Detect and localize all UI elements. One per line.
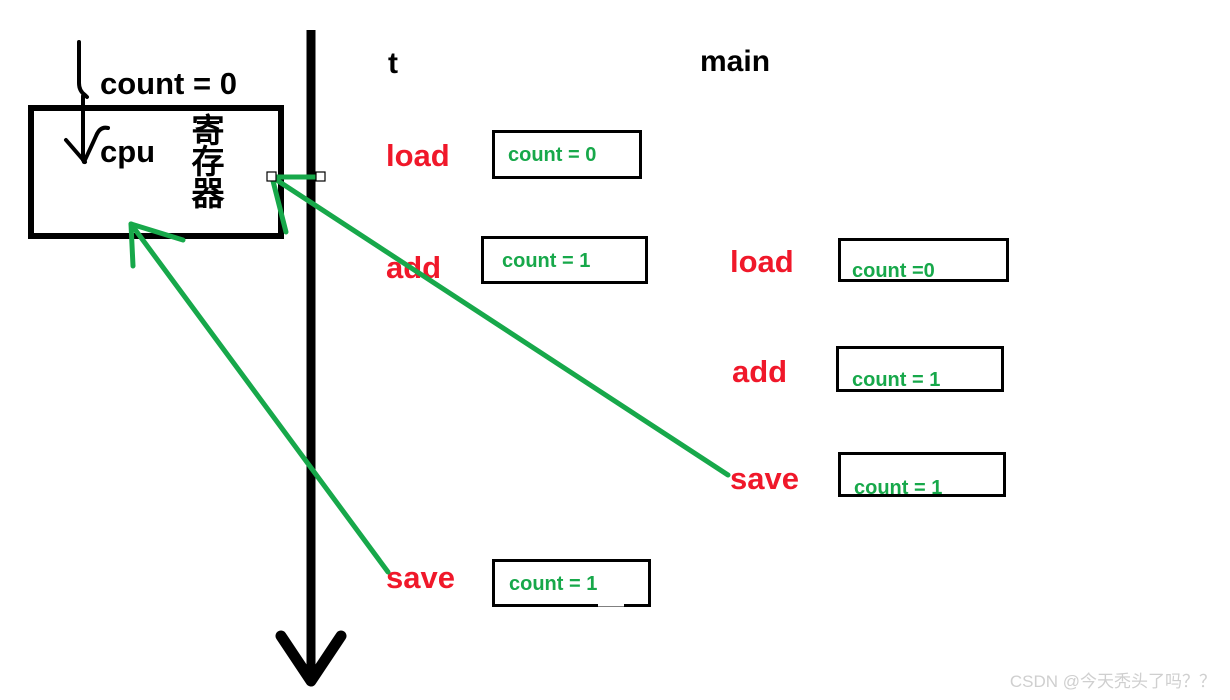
time-axis-arrow	[275, 30, 347, 687]
main-save-to-cpu-arrow	[266, 171, 731, 478]
main-value-save: count = 1	[854, 477, 943, 499]
cpu-box	[28, 105, 284, 239]
t-value-add: count = 1	[502, 250, 591, 272]
main-value-box-load	[838, 238, 1009, 282]
t-value-box-save	[492, 559, 651, 607]
t-save-to-cpu-arrow	[128, 221, 391, 575]
t-op-save-label: save	[386, 560, 455, 595]
cpu-label: cpu	[100, 134, 156, 169]
count-initial-label: count = 0	[100, 66, 237, 101]
main-value-box-add	[836, 346, 1004, 392]
t-value-save: count = 1	[509, 573, 598, 595]
column-heading-t: t	[388, 47, 398, 80]
main-op-add-label: add	[732, 354, 788, 389]
csdn-watermark: CSDN @今天秃头了吗？？	[1009, 672, 1216, 691]
main-op-save-label: save	[730, 461, 799, 496]
t-op-load-label: load	[386, 138, 450, 173]
t-op-add-label: add	[386, 250, 442, 285]
main-value-add: count = 1	[852, 369, 941, 391]
t-value-load: count = 0	[508, 144, 597, 166]
column-heading-main: main	[700, 45, 771, 78]
register-label: 寄存器	[191, 112, 225, 212]
main-value-box-save	[838, 452, 1006, 497]
main-value-load: count =0	[852, 260, 935, 282]
arrow-handle-end	[315, 171, 326, 182]
main-op-load-label: load	[730, 244, 794, 279]
